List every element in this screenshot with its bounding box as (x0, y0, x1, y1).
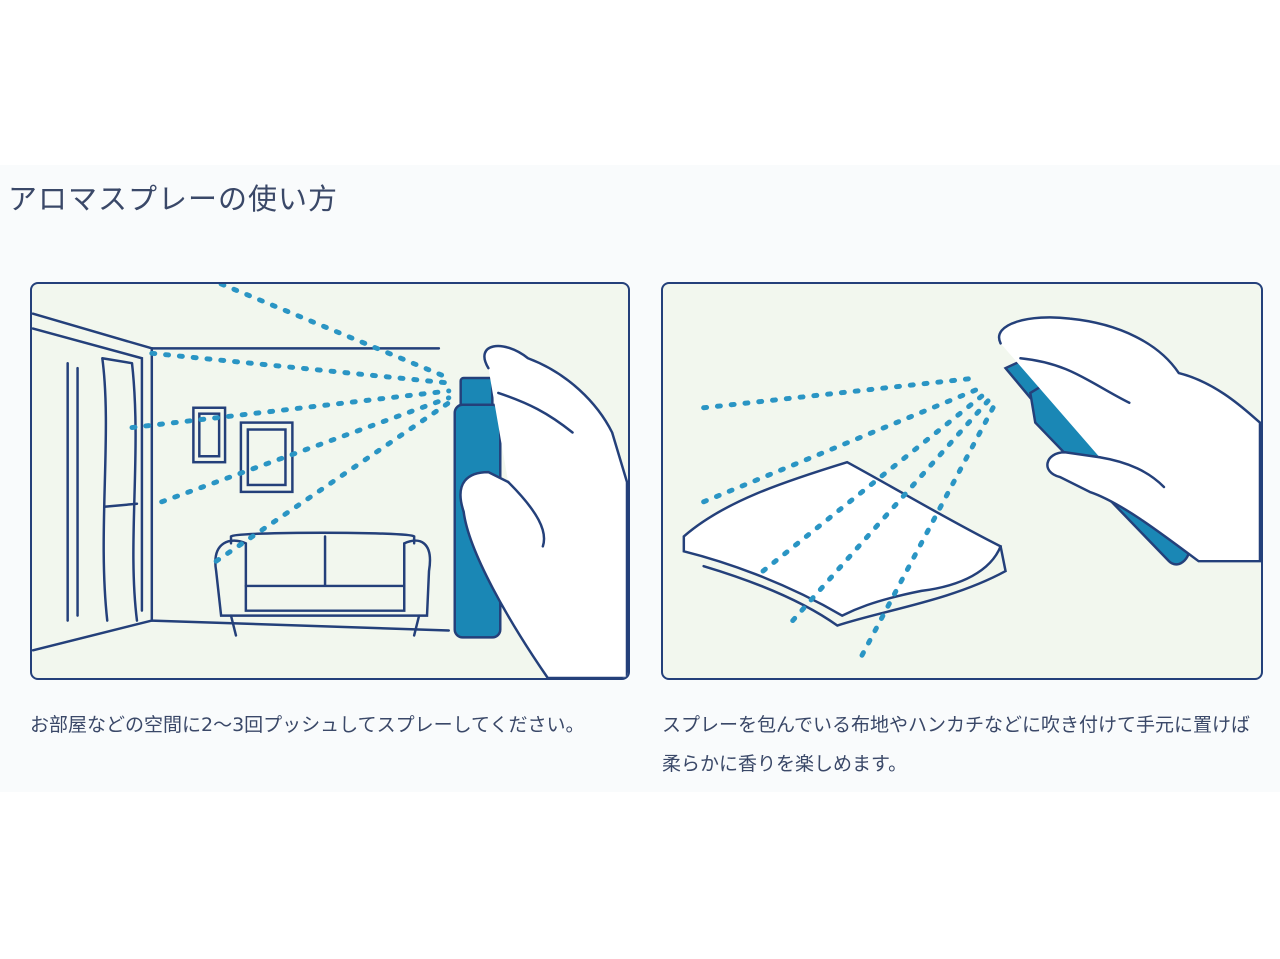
step-1-caption: お部屋などの空間に2〜3回プッシュしてスプレーしてください。 (30, 714, 585, 736)
section-title: アロマスプレーの使い方 (8, 182, 339, 216)
room-spray-illustration (30, 282, 630, 680)
cloth-spray-illustration (661, 282, 1263, 680)
step-2-caption: スプレーを包んでいる布地やハンカチなどに吹き付けて手元に置けば柔らかに香りを楽し… (662, 714, 1251, 775)
